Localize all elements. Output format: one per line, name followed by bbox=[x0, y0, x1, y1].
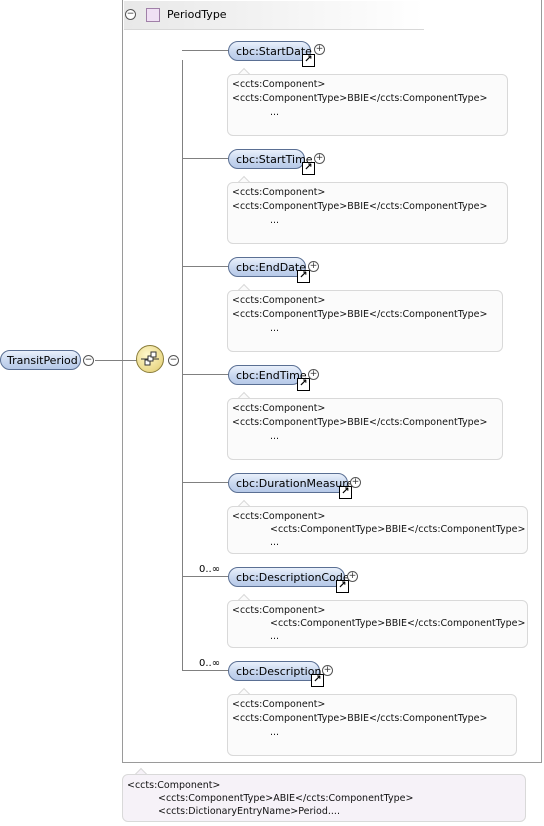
sequence-glyph-icon bbox=[141, 351, 159, 366]
connector-enddate bbox=[182, 266, 229, 267]
root-element-label: TransitPeriod bbox=[7, 354, 78, 367]
element-starttime[interactable]: cbc:StartTime bbox=[228, 149, 313, 169]
expand-icon[interactable]: + bbox=[308, 369, 319, 380]
shortcut-icon: ↗ bbox=[336, 580, 349, 593]
element-label: cbc:EndTime bbox=[236, 369, 307, 382]
expand-icon[interactable]: + bbox=[347, 571, 358, 582]
element-label: cbc:StartTime bbox=[236, 153, 313, 166]
connector-endtime bbox=[182, 374, 229, 375]
sequence-bracket bbox=[182, 60, 183, 664]
shortcut-icon: ↗ bbox=[297, 270, 310, 283]
connector-starttime bbox=[182, 158, 229, 159]
expand-icon[interactable]: + bbox=[308, 261, 319, 272]
expand-icon[interactable]: + bbox=[350, 477, 361, 488]
root-element-transitperiod[interactable]: TransitPeriod bbox=[0, 350, 81, 370]
annotation-startdate: <ccts:Component><ccts:ComponentType>BBIE… bbox=[227, 74, 508, 136]
annotation-durationmeasure: <ccts:Component><ccts:ComponentType>BBIE… bbox=[227, 506, 528, 554]
shortcut-icon: ↗ bbox=[297, 378, 310, 391]
bracket-end bbox=[182, 664, 183, 670]
annotation-enddate: <ccts:Component><ccts:ComponentType>BBIE… bbox=[227, 290, 503, 352]
annotation-starttime: <ccts:Component><ccts:ComponentType>BBIE… bbox=[227, 182, 508, 244]
sequence-collapse-icon[interactable]: − bbox=[168, 355, 179, 366]
element-description[interactable]: cbc:Description bbox=[228, 661, 322, 681]
annotation-description: <ccts:Component><ccts:ComponentType>BBIE… bbox=[227, 694, 517, 756]
type-collapse-icon[interactable]: − bbox=[125, 9, 136, 20]
connector-durationmeasure bbox=[182, 482, 229, 483]
root-connector bbox=[95, 360, 137, 361]
shortcut-icon: ↗ bbox=[339, 486, 352, 499]
element-enddate[interactable]: cbc:EndDate bbox=[228, 257, 306, 277]
expand-icon[interactable]: + bbox=[322, 665, 333, 676]
element-label: cbc:EndDate bbox=[236, 261, 306, 274]
element-descriptioncode[interactable]: cbc:DescriptionCode bbox=[228, 567, 350, 587]
root-collapse-icon[interactable]: − bbox=[83, 355, 94, 366]
element-label: cbc:Description bbox=[236, 665, 322, 678]
element-durationmeasure[interactable]: cbc:DurationMeasure bbox=[228, 473, 353, 493]
element-label: cbc:DescriptionCode bbox=[236, 571, 350, 584]
shortcut-icon: ↗ bbox=[311, 674, 324, 687]
connector-startdate bbox=[182, 50, 229, 51]
element-label: cbc:DurationMeasure bbox=[236, 477, 354, 490]
complex-type-icon bbox=[146, 8, 160, 22]
annotation-descriptioncode: <ccts:Component><ccts:ComponentType>BBIE… bbox=[227, 600, 528, 648]
connector-description bbox=[182, 670, 229, 671]
element-endtime[interactable]: cbc:EndTime bbox=[228, 365, 307, 385]
type-name: PeriodType bbox=[167, 8, 227, 21]
expand-icon[interactable]: + bbox=[314, 44, 325, 55]
expand-icon[interactable]: + bbox=[314, 153, 325, 164]
annotation-endtime: <ccts:Component><ccts:ComponentType>BBIE… bbox=[227, 398, 503, 460]
element-label: cbc:StartDate bbox=[236, 45, 312, 58]
annotation-periodtype: <ccts:Component><ccts:ComponentType>ABIE… bbox=[122, 774, 526, 822]
sequence-compositor-icon[interactable] bbox=[136, 345, 164, 373]
shortcut-icon: ↗ bbox=[302, 54, 315, 67]
element-startdate[interactable]: cbc:StartDate bbox=[228, 41, 312, 61]
connector-descriptioncode bbox=[182, 576, 229, 577]
occurrence-label: 0..∞ bbox=[199, 658, 221, 669]
occurrence-label: 0..∞ bbox=[199, 564, 221, 575]
type-header bbox=[124, 1, 424, 30]
shortcut-icon: ↗ bbox=[302, 162, 315, 175]
